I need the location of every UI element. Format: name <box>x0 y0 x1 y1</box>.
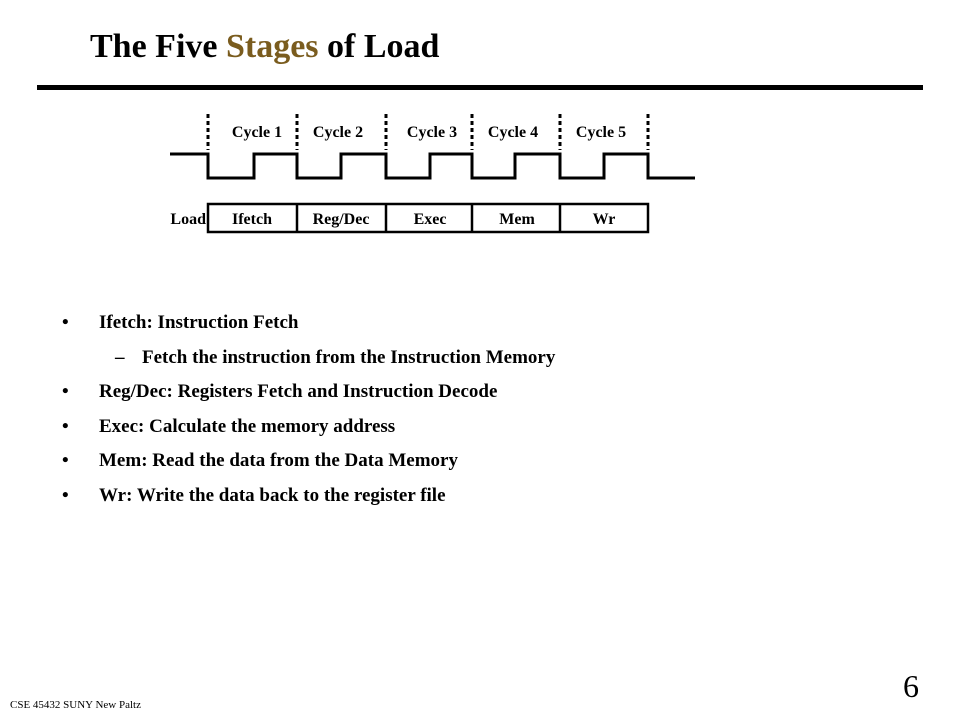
cycle-label-1: Cycle 1 <box>232 124 282 141</box>
bullet-mark: • <box>62 312 69 333</box>
stage-labels: Ifetch Reg/Dec Exec Mem Wr <box>232 211 615 228</box>
list-item: • Ifetch: Instruction Fetch <box>62 308 555 343</box>
bullet-mark: • <box>62 450 69 471</box>
cycle-labels: Cycle 1 Cycle 2 Cycle 3 Cycle 4 Cycle 5 <box>232 124 626 141</box>
list-item-text: Ifetch: Instruction Fetch <box>99 312 299 333</box>
slide-title: The Five Stages of Load <box>90 28 439 66</box>
stage-label-regdec: Reg/Dec <box>313 211 370 228</box>
page-number: 6 <box>903 668 919 704</box>
cycle-divider-lines <box>206 114 650 150</box>
list-item: • Reg/Dec: Registers Fetch and Instructio… <box>62 377 555 412</box>
stage-dividers <box>295 204 562 232</box>
stage-label-exec: Exec <box>414 211 447 228</box>
title-accent-word: Stages <box>225 28 319 65</box>
list-item-text: Exec: Calculate the memory address <box>99 415 396 437</box>
stage-label-ifetch: Ifetch <box>232 211 272 228</box>
cycle-label-3: Cycle 3 <box>407 124 457 141</box>
clock-waveform <box>170 152 695 180</box>
bullet-mark: • <box>62 381 69 402</box>
list-item-text: Fetch the instruction from the Instructi… <box>142 346 556 368</box>
title-underline-rule <box>37 85 923 90</box>
title-text-after: of Load <box>318 28 440 65</box>
stage-bar-outline <box>206 202 650 234</box>
stage-label-wr: Wr <box>593 211 616 228</box>
stage-description-list: • Ifetch: Instruction Fetch –Fetch the in… <box>62 308 555 515</box>
footer-course-label: CSE 45432 SUNY New Paltz <box>10 699 141 711</box>
dash-mark: – <box>115 346 125 368</box>
list-item-text: Wr: Write the data back to the register … <box>99 484 446 506</box>
bullet-mark: • <box>62 415 69 437</box>
cycle-label-4: Cycle 4 <box>488 124 538 141</box>
list-item: • Exec: Calculate the memory address <box>62 412 555 447</box>
pipeline-timing-diagram: Cycle 1 Cycle 2 Cycle 3 Cycle 4 Cycle 5 … <box>170 114 695 234</box>
instruction-label-load: Load <box>170 211 206 228</box>
list-item: • Mem: Read the data from the Data Memory <box>62 446 555 481</box>
cycle-label-2: Cycle 2 <box>313 124 363 141</box>
list-item-text: Reg/Dec: Registers Fetch and Instruction… <box>99 381 498 402</box>
list-item: • Wr: Write the data back to the register… <box>62 481 555 516</box>
list-item-text: Mem: Read the data from the Data Memory <box>99 450 458 471</box>
sub-list-item: –Fetch the instruction from the Instruct… <box>62 343 555 378</box>
bullet-mark: • <box>62 484 69 506</box>
cycle-label-5: Cycle 5 <box>576 124 626 141</box>
title-text-before: The Five <box>90 28 226 65</box>
stage-label-mem: Mem <box>499 211 535 228</box>
